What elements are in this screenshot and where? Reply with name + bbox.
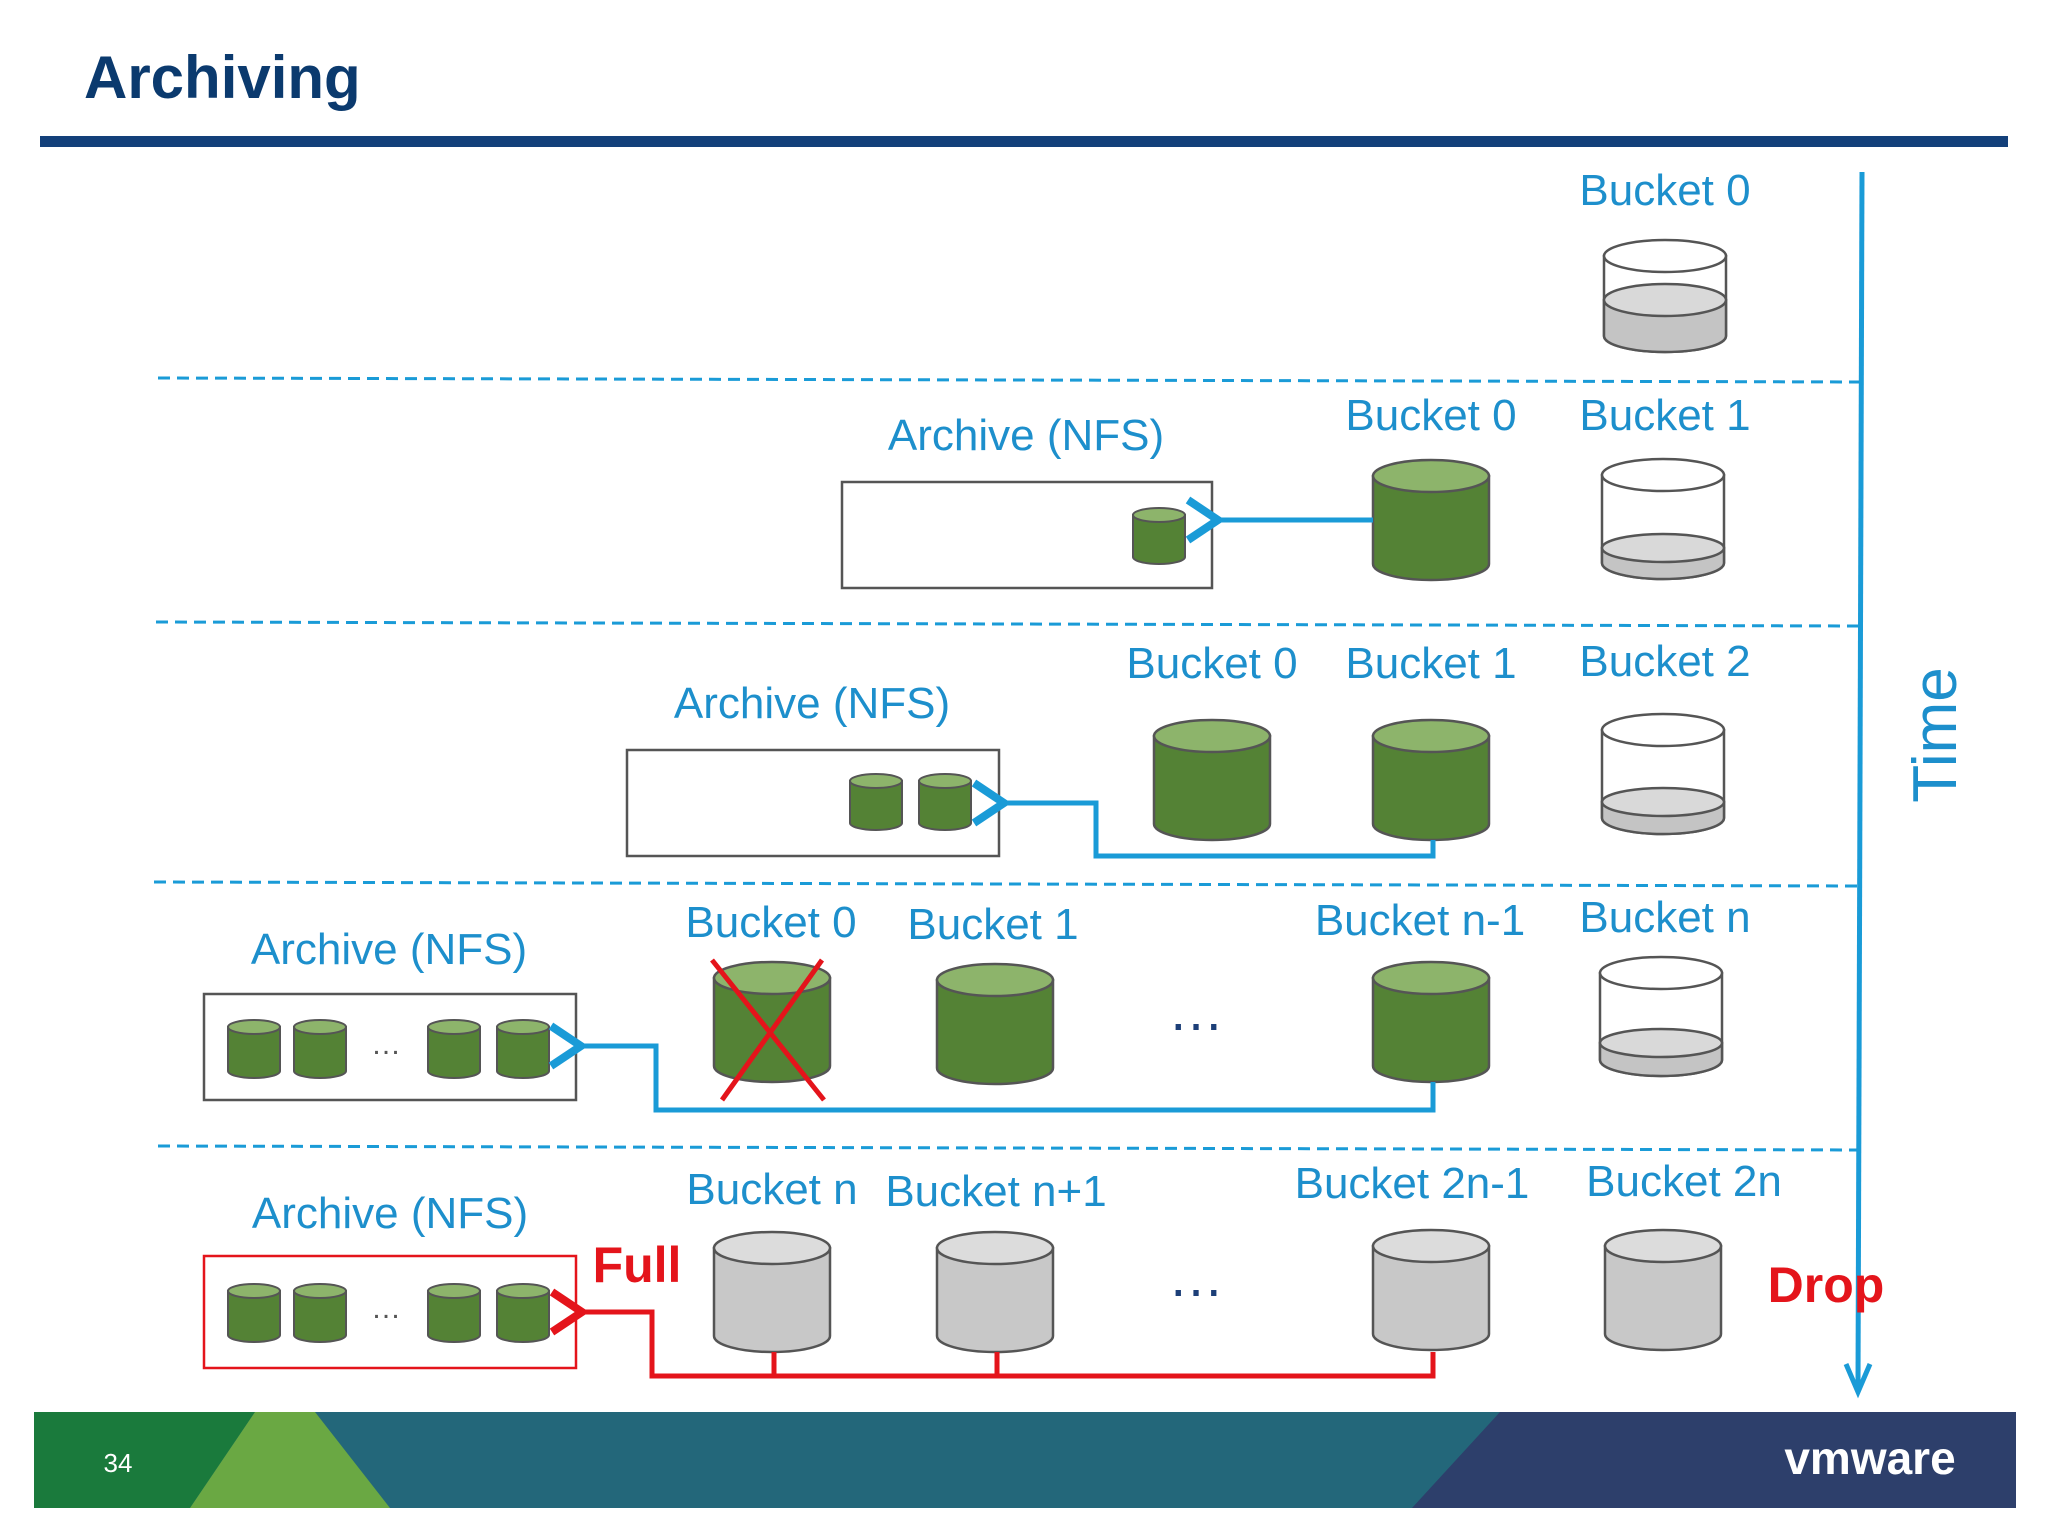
row-separator — [157, 1144, 1863, 1152]
bucket-label: Bucket 1 — [1579, 391, 1750, 440]
time-axis-arrowhead — [1843, 1363, 1873, 1399]
row-ellipsis: … — [1168, 1245, 1224, 1308]
archived-bucket-icon — [427, 1019, 481, 1079]
bucket-label: Bucket 0 — [1126, 639, 1297, 688]
archive-ellipsis: … — [371, 1028, 401, 1061]
bucket-partial-icon — [1600, 457, 1726, 581]
bucket-label: Bucket n-1 — [1315, 896, 1525, 945]
archive-ellipsis: … — [371, 1292, 401, 1325]
row-separator — [157, 376, 1863, 384]
bucket-label: Bucket 0 — [1345, 391, 1516, 440]
title-rule — [40, 136, 2008, 147]
full-label: Full — [593, 1237, 682, 1293]
archived-bucket-icon — [918, 773, 972, 831]
archived-bucket-icon — [427, 1283, 481, 1343]
archived-bucket-icon — [293, 1283, 347, 1343]
bucket-gray-icon — [1371, 1228, 1491, 1352]
bucket-label: Bucket n — [686, 1165, 857, 1214]
bucket-label: Bucket n — [1579, 893, 1750, 942]
bucket-partial-icon — [1602, 238, 1728, 354]
bucket-gray-icon — [712, 1230, 832, 1354]
footer-bar: 34 vmware — [34, 1412, 2016, 1508]
archive-label: Archive (NFS) — [888, 411, 1164, 460]
bucket-full-icon — [1371, 960, 1491, 1084]
archived-bucket-icon — [227, 1283, 281, 1343]
bucket-label: Bucket 2n-1 — [1295, 1159, 1530, 1208]
bucket-label: Bucket 0 — [685, 898, 856, 947]
time-axis-label: Time — [1901, 667, 1970, 802]
archived-bucket-icon — [496, 1019, 550, 1079]
archived-bucket-icon — [849, 773, 903, 831]
row-separator — [155, 620, 1863, 628]
drop-label: Drop — [1768, 1257, 1885, 1313]
bucket-gray-icon — [935, 1230, 1055, 1354]
bucket-full-icon — [712, 960, 832, 1084]
bucket-full-icon — [1371, 718, 1491, 842]
archive-label: Archive (NFS) — [674, 679, 950, 728]
bucket-label: Bucket 2n — [1586, 1157, 1782, 1206]
bucket-full-icon — [1371, 458, 1491, 582]
archived-bucket-icon — [1132, 507, 1186, 565]
bucket-label: Bucket 1 — [1345, 639, 1516, 688]
row-ellipsis: … — [1168, 979, 1224, 1042]
bucket-label: Bucket 0 — [1579, 166, 1750, 215]
archive-label: Archive (NFS) — [251, 925, 527, 974]
archived-bucket-icon — [496, 1283, 550, 1343]
archived-bucket-icon — [293, 1019, 347, 1079]
row-separator — [153, 880, 1863, 888]
archive-label: Archive (NFS) — [252, 1189, 528, 1238]
slide-title: Archiving — [84, 44, 361, 111]
full-flow-arrow — [549, 1288, 1436, 1379]
page-number: 34 — [104, 1448, 133, 1478]
archive-flow-arrow — [971, 779, 1436, 859]
bucket-full-icon — [935, 962, 1055, 1086]
bucket-label: Bucket 2 — [1579, 637, 1750, 686]
archived-bucket-icon — [227, 1019, 281, 1079]
bucket-label: Bucket 1 — [907, 900, 1078, 949]
vmware-logo: vmware — [1784, 1432, 1955, 1484]
archive-flow-arrow — [548, 1022, 1436, 1113]
bucket-full-icon — [1152, 718, 1272, 842]
bucket-label: Bucket n+1 — [885, 1167, 1106, 1216]
bucket-partial-icon — [1600, 712, 1726, 836]
bucket-partial-icon — [1598, 955, 1724, 1078]
delete-cross-icon — [710, 958, 826, 1102]
bucket-gray-icon — [1603, 1228, 1723, 1352]
time-axis-line — [1855, 171, 1865, 1387]
